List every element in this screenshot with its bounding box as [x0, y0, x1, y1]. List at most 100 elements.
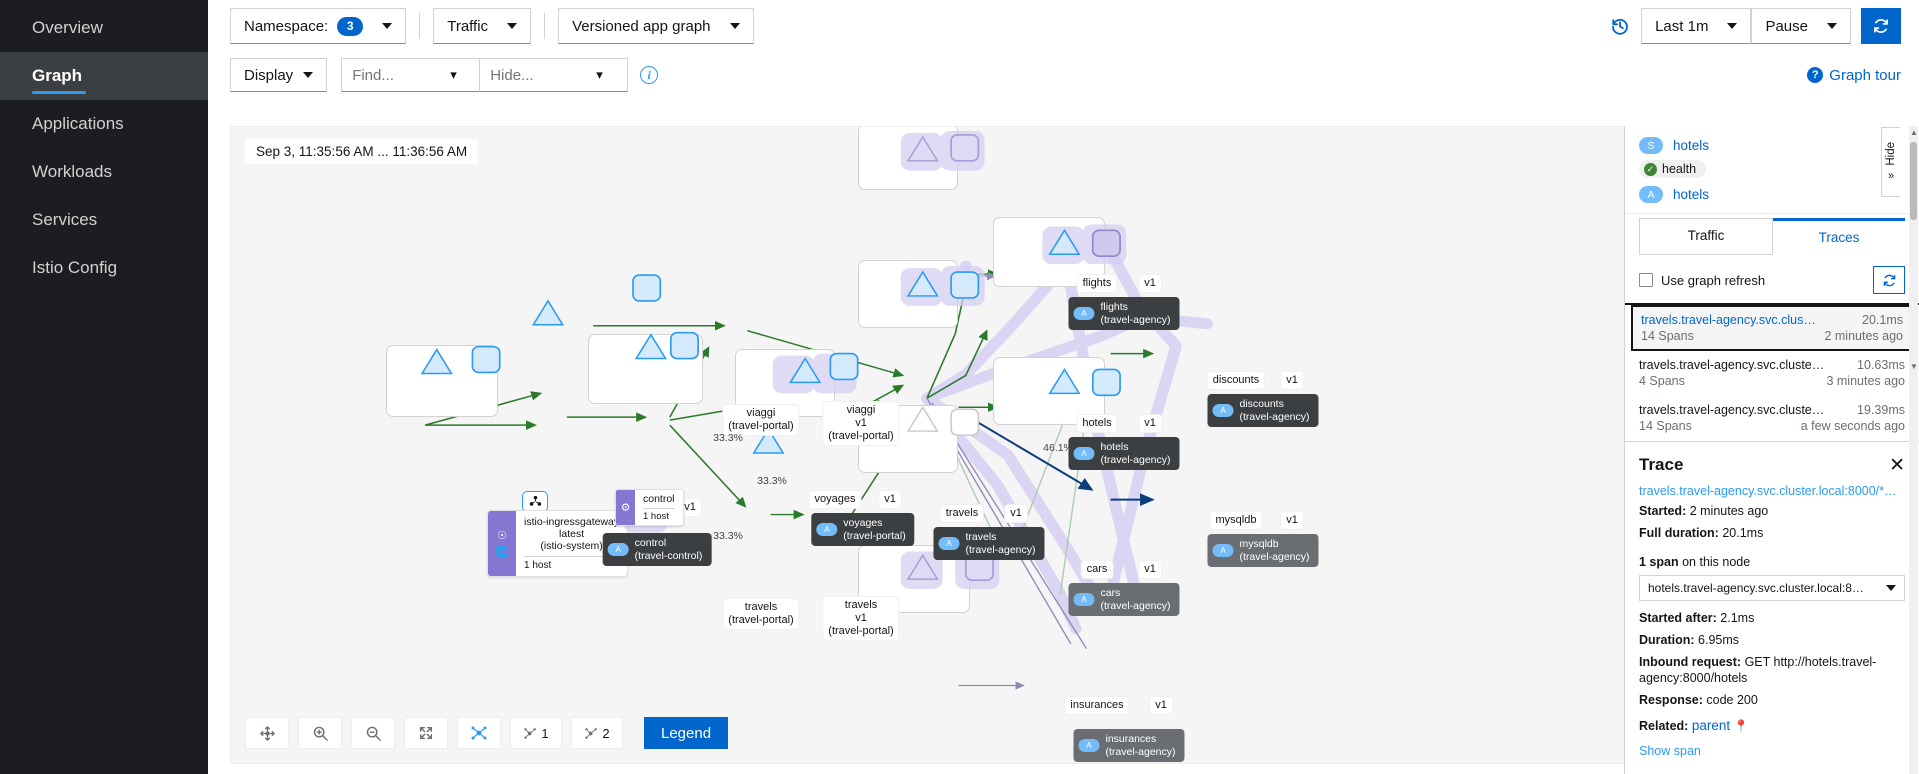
- node-group-flights[interactable]: [858, 127, 958, 190]
- chevron-down-icon[interactable]: ▾: [450, 67, 457, 82]
- layout-option-2-label: 2: [602, 725, 610, 741]
- info-icon[interactable]: i: [640, 66, 659, 84]
- trace-name: travels.travel-agency.svc.clus…: [1641, 313, 1816, 327]
- trace-list-item[interactable]: travels.travel-agency.svc.cluste… 19.39m…: [1625, 396, 1919, 441]
- use-graph-refresh-checkbox[interactable]: [1639, 273, 1653, 287]
- sidebar-item-overview[interactable]: Overview: [0, 4, 208, 52]
- scroll-up-arrow-icon[interactable]: ▲: [1910, 128, 1918, 137]
- graph-side-panel: S hotels ⋮ ✓ health A hotels Traffic Tra…: [1624, 126, 1919, 774]
- find-field[interactable]: ▾: [341, 58, 481, 92]
- trace-item-bottom: 4 Spans 3 minutes ago: [1639, 374, 1905, 388]
- tab-traffic[interactable]: Traffic: [1639, 218, 1773, 255]
- graph-tour-link[interactable]: ? Graph tour: [1807, 67, 1901, 84]
- span-count: 1 span: [1639, 554, 1679, 569]
- service-row: S hotels ⋮: [1639, 137, 1905, 154]
- namespace-selector[interactable]: Namespace: 3: [230, 8, 407, 44]
- use-graph-refresh-row: Use graph refresh: [1625, 255, 1919, 303]
- traces-refresh-button[interactable]: [1873, 266, 1905, 294]
- trace-detail-link[interactable]: travels.travel-agency.svc.cluster.local:…: [1639, 484, 1897, 498]
- time-range-selector[interactable]: Last 1m: [1641, 8, 1752, 44]
- node-label-discounts-service: discounts: [1206, 371, 1266, 390]
- sidebar-item-applications[interactable]: Applications: [0, 100, 208, 148]
- fit-to-screen-icon[interactable]: [404, 717, 448, 749]
- response-row: Response: code 200: [1639, 692, 1905, 709]
- drag-move-icon[interactable]: [245, 717, 289, 749]
- use-graph-refresh-label: Use graph refresh: [1661, 272, 1766, 288]
- started-after-key: Started after:: [1639, 610, 1717, 625]
- control-node-card[interactable]: ⚙ control 1 host: [615, 489, 684, 526]
- zoom-out-icon[interactable]: [351, 717, 395, 749]
- graph-bottom-toolbar: 1 2 Legend: [245, 717, 729, 749]
- started-after-row: Started after: 2.1ms: [1639, 610, 1905, 627]
- scroll-down-arrow-icon[interactable]: ▼: [1910, 362, 1918, 371]
- trace-list[interactable]: travels.travel-agency.svc.clus… 20.1ms 1…: [1625, 303, 1919, 441]
- app-badge-discounts: A discounts(travel-agency): [1207, 394, 1319, 428]
- chevron-down-icon: [1886, 584, 1896, 591]
- show-span-link[interactable]: Show span: [1639, 744, 1701, 759]
- ingress-service-icon[interactable]: [522, 491, 548, 512]
- trace-full-duration-value: 20.1ms: [1722, 525, 1764, 540]
- refresh-interval-selector[interactable]: Pause: [1751, 8, 1851, 44]
- hide-field[interactable]: ▾: [480, 58, 629, 92]
- graph-type-selector[interactable]: Versioned app graph: [558, 8, 754, 44]
- app-badge-text: insurances(travel-agency): [1105, 733, 1176, 758]
- related-key: Related:: [1639, 719, 1689, 734]
- trace-list-item[interactable]: travels.travel-agency.svc.clus… 20.1ms 1…: [1631, 305, 1913, 351]
- tab-traffic-label: Traffic: [1687, 228, 1725, 243]
- map-pin-icon[interactable]: 📍: [1733, 719, 1749, 734]
- node-group-voyages[interactable]: [588, 334, 703, 404]
- sidebar-item-graph[interactable]: Graph: [0, 52, 208, 100]
- app-badge-voyages: A voyages(travel-portal): [811, 513, 915, 547]
- chevron-down-icon: [1727, 23, 1738, 29]
- app-badge-text: hotels(travel-agency): [1100, 441, 1171, 466]
- graph-tour-label: Graph tour: [1829, 66, 1901, 84]
- layout-option-1-button[interactable]: 1: [510, 717, 562, 749]
- span-selector[interactable]: hotels.travel-agency.svc.cluster.local:8…: [1639, 574, 1905, 601]
- scrollbar-thumb[interactable]: [1910, 142, 1917, 220]
- history-icon[interactable]: [1610, 16, 1630, 36]
- trace-started-value: 2 minutes ago: [1689, 504, 1769, 518]
- workload-icon: ⚙: [616, 490, 635, 525]
- node-group-hotels[interactable]: [858, 260, 958, 328]
- zoom-in-icon[interactable]: [298, 717, 342, 749]
- close-icon[interactable]: ✕: [1889, 454, 1905, 476]
- display-menu-button[interactable]: Display: [230, 58, 328, 92]
- find-input[interactable]: [342, 66, 451, 84]
- trace-list-item[interactable]: travels.travel-agency.svc.cluste… 10.63m…: [1625, 351, 1919, 396]
- node-label-cars-service: cars: [1080, 560, 1114, 579]
- app-name-link[interactable]: hotels: [1673, 187, 1710, 202]
- check-circle-icon: ✓: [1644, 162, 1657, 176]
- sidebar-item-services[interactable]: Services: [0, 196, 208, 244]
- side-panel-toggle[interactable]: Hide »: [1881, 127, 1900, 197]
- node-label-viaggi-service: viaggi(travel-portal): [722, 404, 800, 436]
- gateway-host-count: 1 host: [524, 556, 620, 571]
- layout-default-icon[interactable]: [457, 717, 501, 749]
- layout-option-2-button[interactable]: 2: [571, 717, 623, 749]
- span-selector-value: hotels.travel-agency.svc.cluster.local:8…: [1648, 580, 1864, 595]
- main-content: Namespace: 3 Traffic Versioned app graph: [208, 0, 1919, 774]
- legend-button[interactable]: Legend: [644, 717, 729, 749]
- trace-detail-title: Trace: [1639, 455, 1684, 474]
- question-icon: ?: [1807, 67, 1824, 83]
- chevron-down-icon: [507, 23, 518, 29]
- app-badge-control: A control(travel-control): [602, 533, 712, 567]
- hide-input[interactable]: [480, 66, 597, 84]
- chevron-down-icon[interactable]: ▾: [596, 67, 603, 82]
- tab-traces[interactable]: Traces: [1773, 218, 1905, 255]
- node-group-control[interactable]: [386, 345, 498, 417]
- traffic-selector[interactable]: Traffic: [433, 8, 532, 44]
- side-panel-scrollbar[interactable]: ▲ ▼: [1909, 126, 1918, 774]
- side-panel-tabs: Traffic Traces: [1625, 214, 1919, 255]
- refresh-button[interactable]: [1861, 8, 1901, 44]
- sidebar-item-label: Graph: [32, 66, 83, 85]
- node-label-voyages-service: voyages: [808, 490, 862, 509]
- app-letter-icon: A: [1073, 307, 1095, 321]
- service-name-link[interactable]: hotels: [1673, 138, 1710, 153]
- app-badge-text: cars(travel-agency): [1100, 587, 1171, 612]
- sidebar-item-workloads[interactable]: Workloads: [0, 148, 208, 196]
- related-parent-link[interactable]: parent: [1691, 718, 1731, 734]
- app-badge-hotels: A hotels(travel-agency): [1068, 437, 1180, 471]
- sidebar-item-label: Workloads: [32, 162, 112, 181]
- service-badge-icon: S: [1639, 137, 1663, 154]
- sidebar-item-istio-config[interactable]: Istio Config: [0, 244, 208, 292]
